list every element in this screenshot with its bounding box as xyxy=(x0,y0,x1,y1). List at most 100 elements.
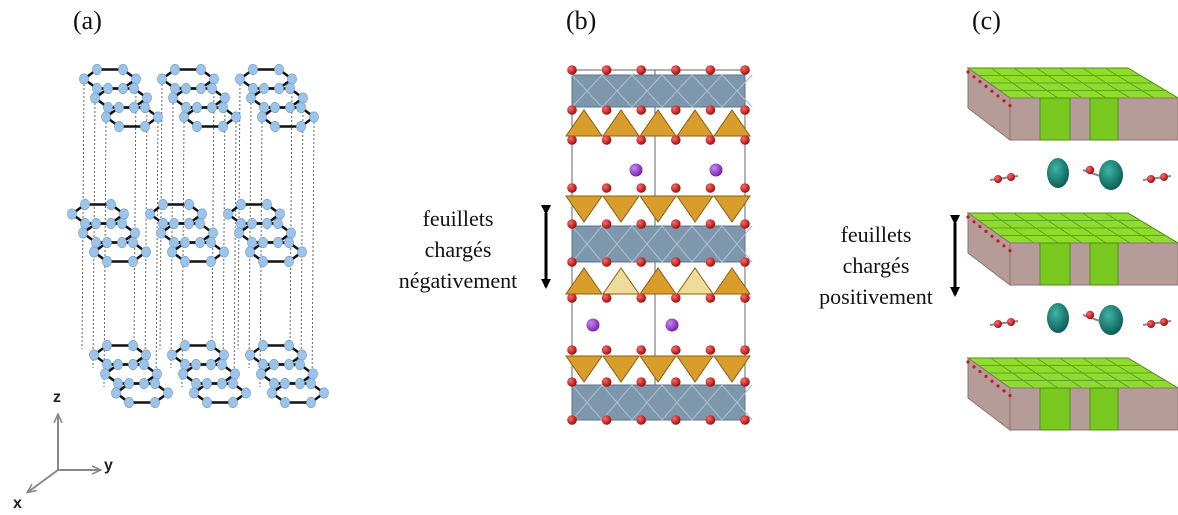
carbon-atom xyxy=(180,237,190,249)
carbon-atom xyxy=(284,255,294,267)
oxygen-atom xyxy=(636,219,646,229)
oxygen-atom xyxy=(601,105,612,115)
carbon-atom xyxy=(169,218,179,230)
carbon-atom xyxy=(209,73,219,85)
oxygen-atom xyxy=(978,370,982,374)
carbon-atom xyxy=(141,349,151,361)
carbon-atom xyxy=(280,377,290,389)
oxygen-atom xyxy=(1002,389,1006,393)
carbon-atom xyxy=(103,102,113,114)
carbon-atom xyxy=(236,199,246,211)
carbon-atom xyxy=(285,102,295,114)
carbon-atom xyxy=(184,199,194,211)
carbon-atom xyxy=(248,83,258,95)
interlayer-cation xyxy=(709,163,723,177)
annotation-line-2: chargés xyxy=(842,253,910,278)
octahedron xyxy=(1039,97,1071,141)
octahedron-edge xyxy=(571,74,603,108)
octahedron xyxy=(1039,242,1071,286)
carbon-atom xyxy=(130,227,140,239)
interlayer-cation xyxy=(629,163,643,177)
carbon-atom xyxy=(78,227,88,239)
carbon-atom xyxy=(269,358,279,370)
hydroxide-layer xyxy=(966,67,1178,142)
oxygen-atom xyxy=(705,105,716,115)
carbon-atom xyxy=(181,83,191,95)
carbon-atom xyxy=(128,255,138,267)
carbon-atom xyxy=(274,83,284,95)
carbon-atom xyxy=(114,102,124,114)
oxygen-atom xyxy=(671,257,681,267)
oxygen-atom xyxy=(671,135,681,145)
octahedron xyxy=(1089,387,1119,431)
carbon-atom xyxy=(101,111,111,123)
carbon-atom xyxy=(297,246,307,258)
oxygen-atom xyxy=(740,293,750,303)
honeycomb-layer xyxy=(67,199,307,267)
oxygen-atom xyxy=(567,135,577,145)
honeycomb-layers xyxy=(67,64,329,408)
interlayer-dashed-line xyxy=(233,121,237,388)
oxygen-atom xyxy=(1008,104,1012,108)
carbon-atom xyxy=(170,64,180,76)
oxygen-atom xyxy=(705,345,716,355)
oxygen-atom xyxy=(567,65,577,75)
oxygen-atom xyxy=(567,293,577,303)
carbon-atom xyxy=(102,339,112,351)
octahedron-edge xyxy=(661,74,693,108)
carbon-atom xyxy=(102,237,112,249)
carbon-atom xyxy=(139,358,149,370)
carbon-atom xyxy=(192,121,202,133)
carbon-atom xyxy=(141,246,151,258)
oxygen-atom xyxy=(671,377,681,387)
interlayer-cation xyxy=(665,318,679,332)
octahedron-edge xyxy=(601,384,633,421)
carbon-atom xyxy=(258,339,268,351)
carbon-atom xyxy=(67,208,77,220)
oxygen-atom xyxy=(990,89,994,93)
oxygen-atom xyxy=(984,374,988,378)
oxygen-atom xyxy=(1002,244,1006,248)
oxygen-atom xyxy=(972,75,976,79)
carbon-atom xyxy=(259,102,269,114)
carbon-atom xyxy=(196,64,206,76)
tetrahedron xyxy=(713,355,751,383)
interlayer-dashed-line xyxy=(159,83,163,350)
carbon-atom xyxy=(241,387,251,399)
octahedron xyxy=(1089,97,1119,141)
oxygen-atom xyxy=(636,293,646,303)
carbon-atom xyxy=(150,377,160,389)
carbon-atom xyxy=(167,246,177,258)
carbon-atom xyxy=(202,377,212,389)
oxygen-atom xyxy=(671,415,681,425)
tetrahedron xyxy=(713,109,751,137)
carbon-atom xyxy=(258,358,268,370)
carbon-atom xyxy=(284,358,294,370)
oxygen-atom xyxy=(636,257,646,267)
oxygen-atom xyxy=(996,239,1000,243)
carbon-atom xyxy=(284,237,294,249)
carbon-atom xyxy=(179,111,189,123)
oxygen-atom xyxy=(966,360,970,364)
carbon-atom xyxy=(217,377,227,389)
oxygen-atom xyxy=(966,70,970,74)
oxygen-atom xyxy=(567,415,577,425)
carbon-atom xyxy=(150,396,160,408)
carbon-atom xyxy=(285,83,295,95)
oxygen-atom xyxy=(601,345,612,355)
oxygen-atom xyxy=(1147,175,1155,183)
interlayer-dashed-line xyxy=(300,102,304,369)
carbon-atom xyxy=(128,339,138,351)
carbon-atom xyxy=(128,358,138,370)
oxygen-atom xyxy=(601,135,612,145)
graphite-stacking-diagram xyxy=(67,64,329,408)
interlayer-anions xyxy=(989,158,1172,190)
oxygen-atom xyxy=(705,415,716,425)
carbon-atom xyxy=(167,349,177,361)
carbon-atom xyxy=(195,237,205,249)
carbon-atom xyxy=(231,111,241,123)
carbon-atom xyxy=(111,387,121,399)
interlayer-dashed-line xyxy=(92,102,96,369)
interlayer-anions xyxy=(989,303,1172,335)
carbon-atom xyxy=(124,377,134,389)
